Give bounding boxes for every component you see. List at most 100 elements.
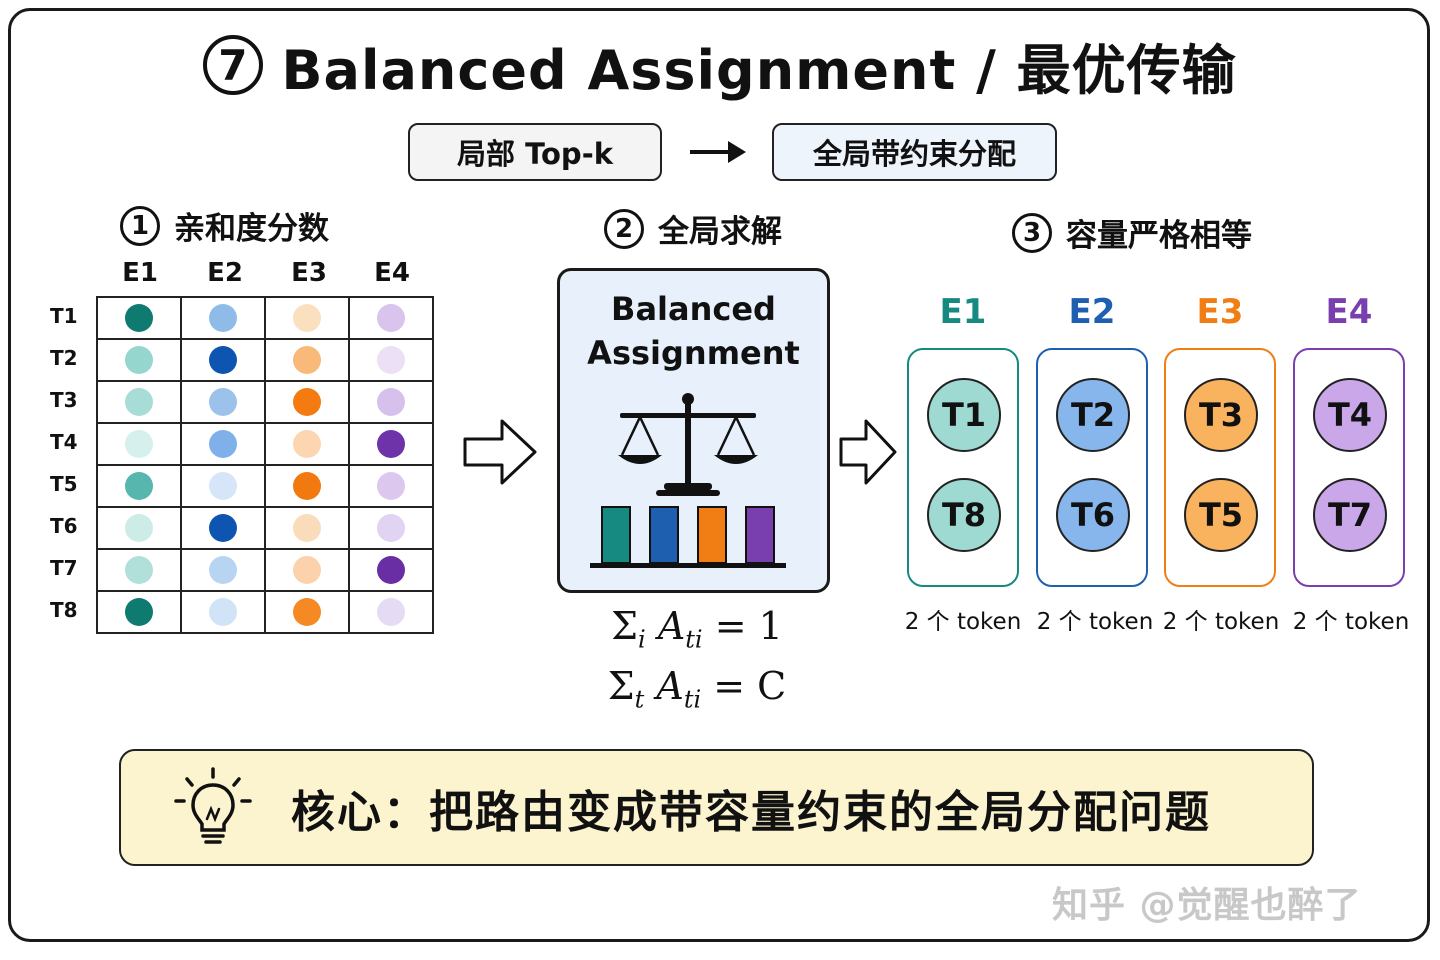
affinity-dot (209, 598, 237, 626)
token-count-e2: 2 个 token (1036, 609, 1154, 635)
affinity-dot (209, 472, 237, 500)
matrix-cell (264, 422, 350, 466)
matrix-row (96, 590, 434, 634)
matrix-cell (180, 548, 266, 592)
matrix-cell (96, 380, 182, 424)
step-1-label: 亲和度分数 (174, 211, 329, 247)
bar-e3 (697, 506, 727, 564)
hollow-right-arrow-icon (463, 419, 537, 485)
affinity-dot (209, 304, 237, 332)
matrix-cell (96, 422, 182, 466)
matrix-row-label: T6 (50, 514, 78, 538)
expert-bucket-e2: T2 T6 (1036, 348, 1148, 587)
matrix-cell (348, 338, 434, 382)
affinity-dot (209, 556, 237, 584)
global-constrained-pill: 全局带约束分配 (772, 123, 1057, 181)
affinity-dot (377, 346, 405, 374)
page-title: 7 Balanced Assignment / 最优传输 (0, 30, 1440, 102)
affinity-dot (293, 304, 321, 332)
token-circle: T2 (1056, 378, 1130, 452)
token-count-e3: 2 个 token (1162, 609, 1280, 635)
bar-e1 (601, 506, 631, 564)
matrix-cell (180, 464, 266, 508)
affinity-dot (293, 514, 321, 542)
matrix-cell (180, 296, 266, 340)
affinity-dot (377, 514, 405, 542)
step-2-number: 2 (604, 208, 644, 249)
token-circle: T8 (927, 478, 1001, 552)
matrix-cell (264, 464, 350, 508)
token-circle: T7 (1313, 478, 1387, 552)
affinity-dot (125, 472, 153, 500)
matrix-cell (180, 590, 266, 634)
token-circle: T5 (1184, 478, 1258, 552)
affinity-dot (209, 514, 237, 542)
matrix-row-label: T3 (50, 388, 78, 412)
matrix-row (96, 548, 434, 592)
affinity-dot (125, 430, 153, 458)
affinity-matrix (96, 296, 434, 634)
solver-title: Balanced Assignment (560, 287, 827, 375)
matrix-row-label: T4 (50, 430, 78, 454)
title-number-badge: 7 (203, 35, 264, 95)
expert-bucket-e1: T1 T8 (907, 348, 1019, 587)
affinity-dot (125, 514, 153, 542)
matrix-col-e3: E3 (291, 258, 327, 288)
matrix-col-e1: E1 (122, 258, 158, 288)
matrix-row-label: T5 (50, 472, 78, 496)
core-takeaway-text: 核心：把路由变成带容量约束的全局分配问题 (291, 786, 1211, 838)
matrix-cell (264, 548, 350, 592)
expert-bucket-e3: T3 T5 (1164, 348, 1276, 587)
matrix-row (96, 506, 434, 550)
matrix-cell (96, 506, 182, 550)
affinity-dot (209, 346, 237, 374)
affinity-dot (293, 598, 321, 626)
matrix-cell (348, 422, 434, 466)
matrix-cell (348, 380, 434, 424)
affinity-dot (293, 430, 321, 458)
expert-header-e3: E3 (1196, 292, 1244, 332)
matrix-cell (264, 338, 350, 382)
affinity-dot (293, 556, 321, 584)
matrix-cell (264, 296, 350, 340)
expert-header-e4: E4 (1325, 292, 1373, 332)
matrix-cell (348, 590, 434, 634)
affinity-dot (293, 388, 321, 416)
formula-column-sum: Σt Ati = C (607, 664, 787, 714)
affinity-dot (293, 472, 321, 500)
affinity-dot (125, 556, 153, 584)
matrix-row-label: T2 (50, 346, 78, 370)
token-circle: T1 (927, 378, 1001, 452)
matrix-row-label: T1 (50, 304, 78, 328)
outer-frame (8, 8, 1430, 942)
local-topk-pill: 局部 Top-k (408, 123, 662, 181)
matrix-cell (348, 506, 434, 550)
affinity-dot (125, 346, 153, 374)
step-1-number: 1 (120, 205, 160, 246)
affinity-dot (293, 346, 321, 374)
matrix-cell (264, 506, 350, 550)
matrix-row (96, 464, 434, 508)
bar-e2 (649, 506, 679, 564)
matrix-col-e2: E2 (207, 258, 243, 288)
solver-title-line1: Balanced (611, 290, 776, 328)
solver-title-line2: Assignment (587, 334, 800, 372)
token-circle: T4 (1313, 378, 1387, 452)
right-arrow-icon (690, 141, 746, 163)
step-3-number: 3 (1012, 212, 1052, 253)
formula-row-sum: Σi Ati = 1 (611, 604, 783, 654)
balance-scale-icon (618, 393, 758, 496)
matrix-row (96, 380, 434, 424)
title-text: Balanced Assignment / 最优传输 (281, 38, 1237, 102)
matrix-cell (96, 548, 182, 592)
matrix-cell (96, 296, 182, 340)
token-count-e4: 2 个 token (1292, 609, 1410, 635)
matrix-cell (96, 590, 182, 634)
matrix-row (96, 296, 434, 340)
matrix-row-label: T8 (50, 598, 78, 622)
matrix-cell (180, 338, 266, 382)
bar-e4 (745, 506, 775, 564)
affinity-dot (377, 598, 405, 626)
matrix-cell (348, 464, 434, 508)
hollow-right-arrow-icon (839, 419, 897, 485)
